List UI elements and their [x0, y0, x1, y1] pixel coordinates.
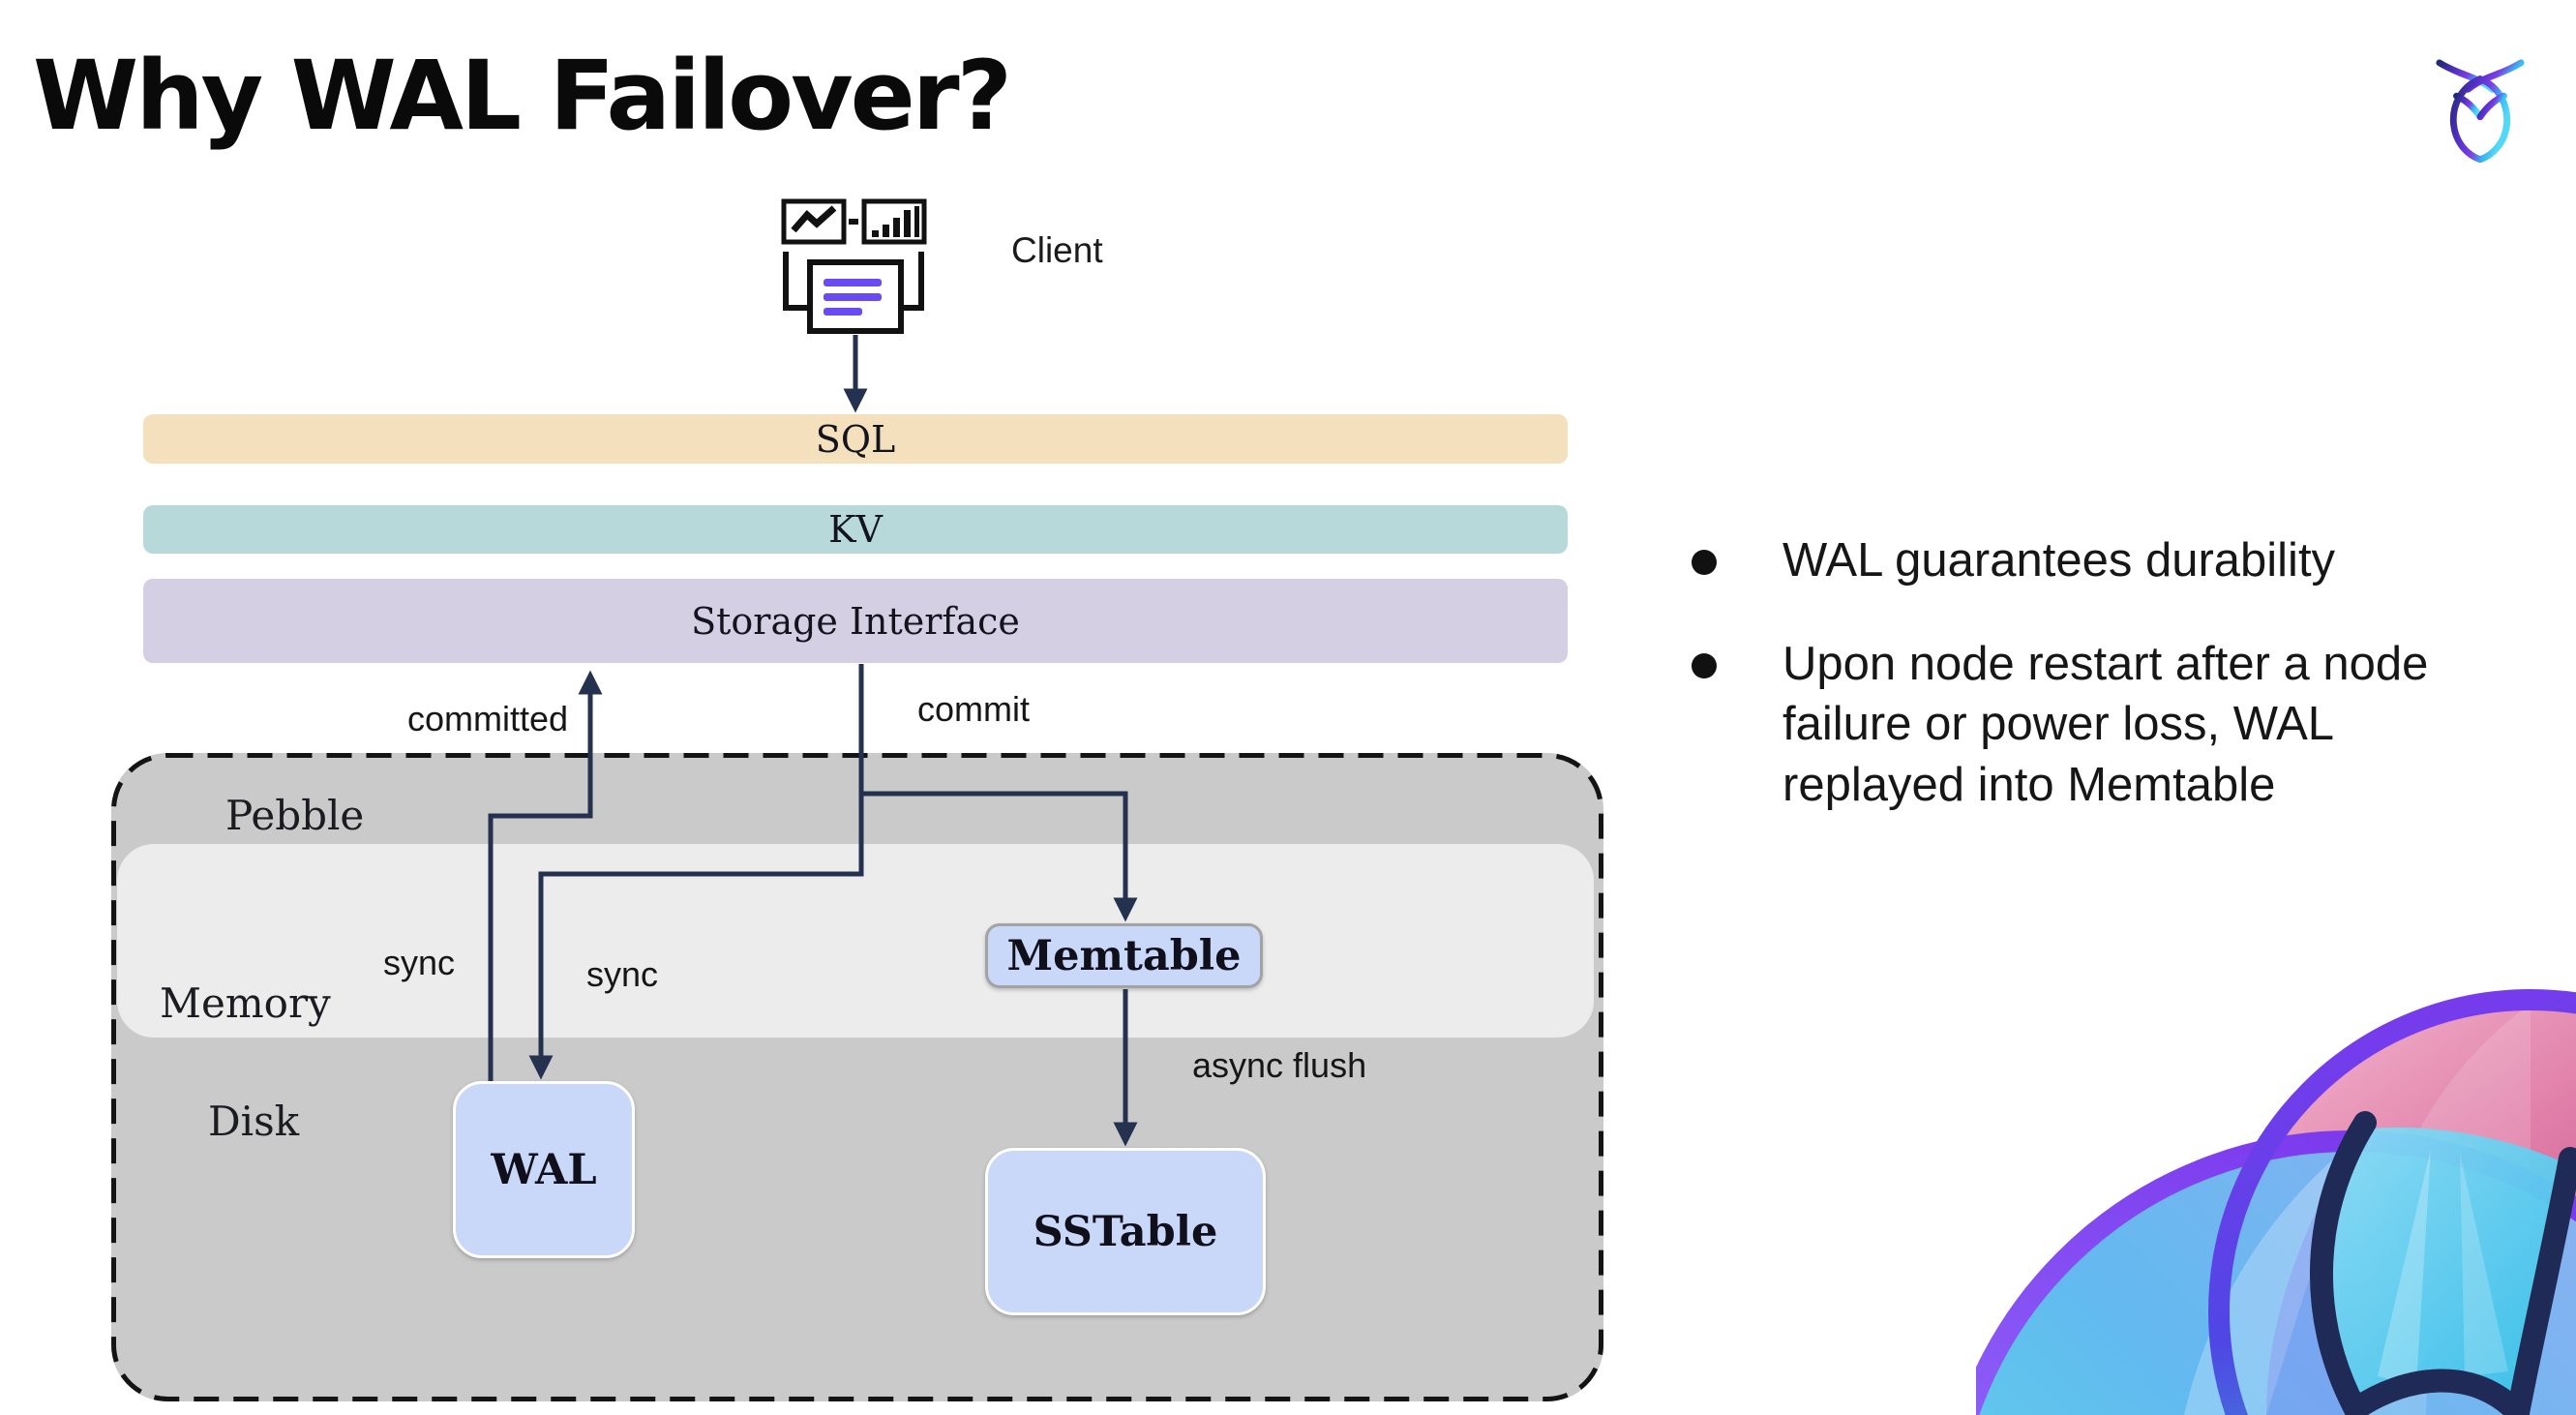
slide-title: Why WAL Failover?	[33, 41, 1012, 152]
art-leaf-outline	[2310, 1111, 2576, 1415]
edge-label-committed: committed	[407, 699, 569, 738]
edge-label-sync-write: sync	[383, 943, 456, 982]
dash-connector	[849, 219, 858, 225]
memory-band	[117, 844, 1594, 1038]
bar-chart-bars	[872, 206, 919, 237]
client-label: Client	[1011, 230, 1103, 270]
layer-sql-label: SQL	[815, 417, 896, 461]
pebble-container: Pebble Memory Disk	[111, 753, 1603, 1401]
bullet-dot	[1692, 550, 1717, 575]
bracket-left	[783, 252, 807, 311]
edge-label-commit: commit	[917, 689, 1030, 729]
bullet-text: WAL guarantees durability	[1782, 534, 2336, 587]
memtable-node-label: Memtable	[1006, 931, 1242, 980]
layer-kv: KV	[143, 505, 1568, 554]
bullet-list: WAL guarantees durability Upon node rest…	[1692, 530, 2543, 858]
bullet-dot	[1692, 652, 1717, 678]
client-icon	[781, 198, 927, 334]
bullet-item: Upon node restart after a node failure o…	[1692, 634, 2543, 816]
bracket-right	[900, 252, 924, 311]
wal-node: WAL	[453, 1081, 635, 1258]
layer-storage-interface: Storage Interface	[143, 579, 1568, 663]
layer-sql: SQL	[143, 414, 1568, 464]
memory-label: Memory	[160, 979, 331, 1027]
bullet-text: Upon node restart after a node failure o…	[1782, 637, 2429, 812]
pebble-label: Pebble	[225, 792, 365, 839]
layer-kv-label: KV	[828, 508, 883, 551]
edge-label-sync-ack: sync	[586, 954, 659, 994]
layer-storage-interface-label: Storage Interface	[691, 599, 1020, 643]
art-leaf-body	[2320, 1127, 2570, 1407]
wal-node-label: WAL	[491, 1145, 597, 1194]
art-pink-rim	[2208, 989, 2576, 1415]
sstable-node-label: SSTable	[1033, 1207, 1218, 1256]
cockroachdb-logo-icon	[2436, 59, 2525, 163]
sstable-node: SSTable	[985, 1148, 1266, 1315]
document-lines	[824, 279, 882, 316]
memtable-node: Memtable	[985, 923, 1263, 988]
trend-line	[791, 205, 837, 233]
cockroach-brand-art	[1976, 989, 2576, 1415]
edge-label-async-flush: async flush	[1192, 1045, 1367, 1085]
disk-label: Disk	[208, 1098, 300, 1145]
bullet-item: WAL guarantees durability	[1692, 530, 2543, 591]
